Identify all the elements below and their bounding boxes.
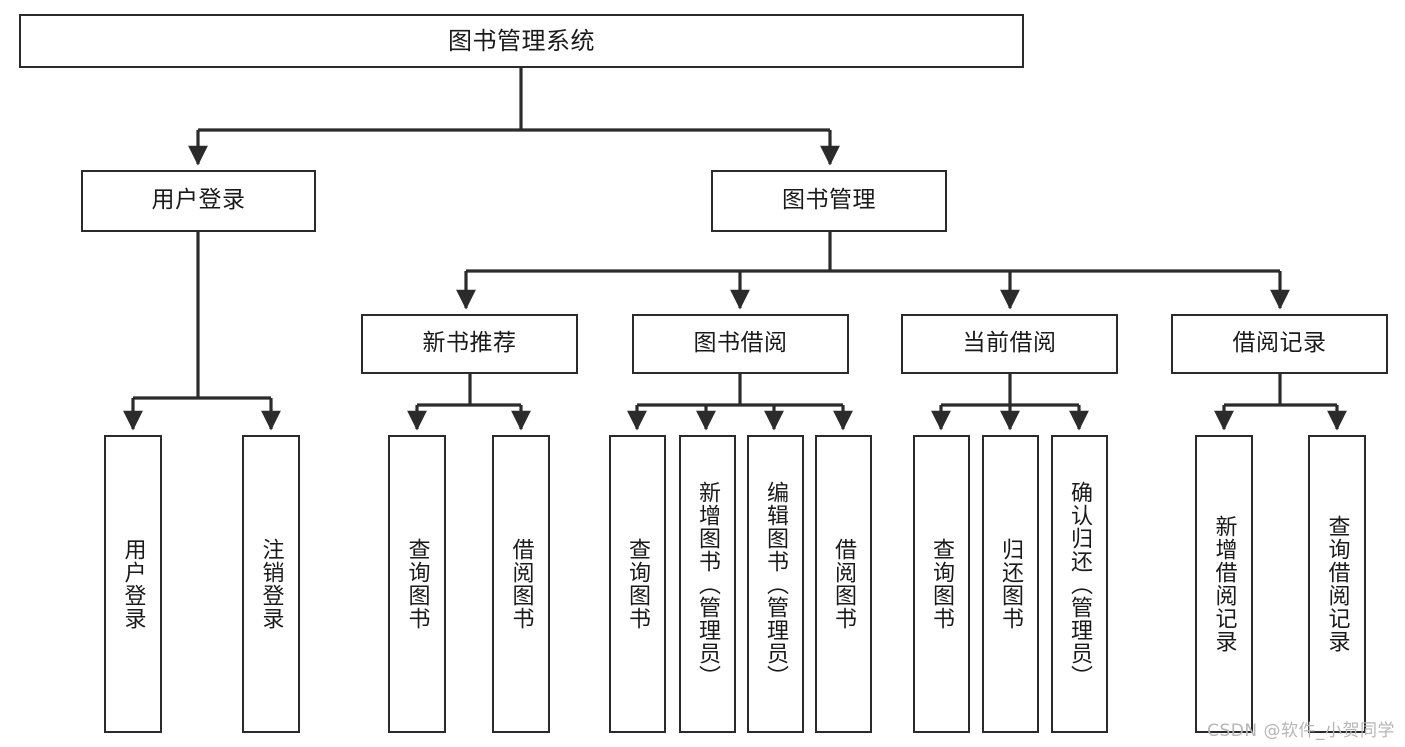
csdn-watermark: CSDN @软件_小贺同学: [1207, 721, 1395, 741]
leaf-borrow-borrow-book[interactable]: 借阅图书: [815, 435, 872, 733]
node-label: 新书推荐: [422, 330, 517, 357]
leaf-recommend-query-book[interactable]: 查询图书: [388, 435, 446, 733]
node-label: 确认归还（管理员）: [1067, 480, 1093, 688]
node-label: 图书管理系统: [448, 26, 595, 55]
node-root-book-management-system[interactable]: 图书管理系统: [19, 14, 1024, 68]
node-label: 归还图书: [998, 538, 1024, 630]
node-book-management[interactable]: 图书管理: [711, 170, 947, 232]
node-label: 当前借阅: [962, 330, 1057, 357]
leaf-borrow-add-book-admin[interactable]: 新增图书（管理员）: [679, 435, 736, 733]
leaf-user-logout[interactable]: 注销登录: [242, 435, 300, 733]
node-label: 用户登录: [151, 187, 246, 214]
leaf-borrow-edit-book-admin[interactable]: 编辑图书（管理员）: [747, 435, 804, 733]
node-label: 借阅记录: [1232, 330, 1327, 357]
leaf-user-login[interactable]: 用户登录: [104, 435, 162, 733]
node-book-borrow[interactable]: 图书借阅: [632, 314, 849, 374]
node-label: 注销登录: [258, 538, 284, 630]
node-borrow-record[interactable]: 借阅记录: [1171, 314, 1388, 374]
node-label: 查询借阅记录: [1324, 515, 1350, 653]
node-new-book-recommend[interactable]: 新书推荐: [361, 314, 578, 374]
leaf-current-return-book[interactable]: 归还图书: [982, 435, 1039, 733]
leaf-recommend-borrow-book[interactable]: 借阅图书: [492, 435, 550, 733]
leaf-current-confirm-return-admin[interactable]: 确认归还（管理员）: [1051, 435, 1108, 733]
node-label: 图书管理: [782, 187, 876, 214]
leaf-record-query-borrow-record[interactable]: 查询借阅记录: [1308, 435, 1366, 733]
leaf-record-add-borrow-record[interactable]: 新增借阅记录: [1195, 435, 1253, 733]
node-label: 用户登录: [120, 538, 146, 630]
node-label: 新增图书（管理员）: [695, 480, 721, 688]
leaf-borrow-query-book[interactable]: 查询图书: [609, 435, 666, 733]
node-label: 借阅图书: [831, 538, 857, 630]
node-label: 查询图书: [625, 538, 651, 630]
node-label: 新增借阅记录: [1211, 515, 1237, 653]
node-label: 编辑图书（管理员）: [763, 480, 789, 688]
node-label: 查询图书: [404, 538, 430, 630]
node-label: 借阅图书: [508, 538, 534, 630]
node-user-login[interactable]: 用户登录: [81, 170, 316, 232]
node-current-borrow[interactable]: 当前借阅: [901, 314, 1118, 374]
node-label: 查询图书: [929, 538, 955, 630]
node-label: 图书借阅: [693, 330, 788, 357]
leaf-current-query-book[interactable]: 查询图书: [913, 435, 970, 733]
